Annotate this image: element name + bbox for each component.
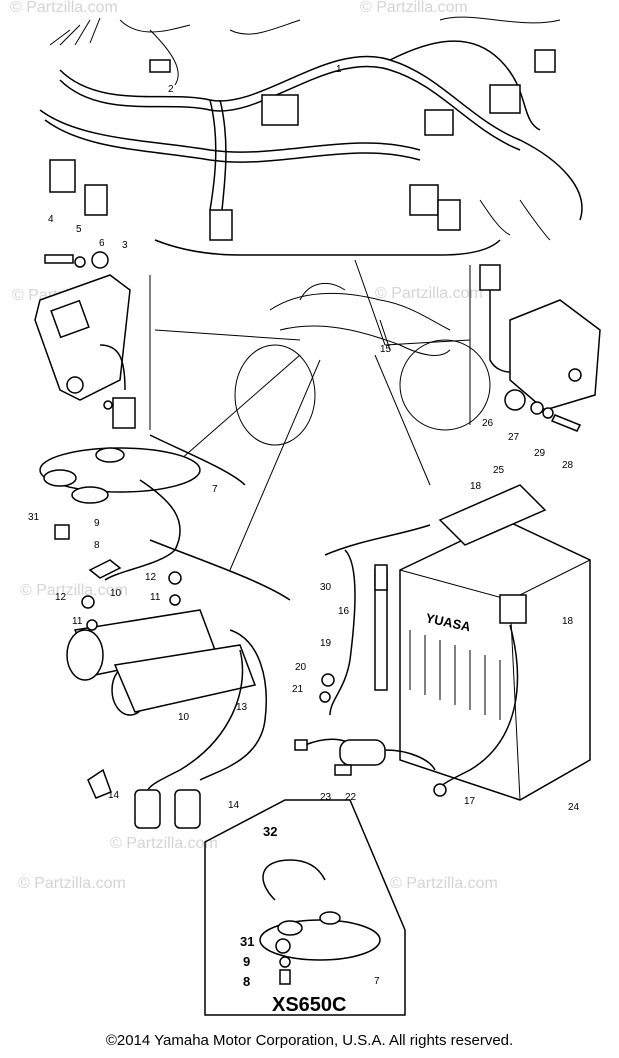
callout-28: 28 xyxy=(562,460,574,471)
harness-connector-lower xyxy=(409,184,439,216)
wire-harness xyxy=(39,16,583,241)
harness-connector-right xyxy=(489,84,521,114)
callout-1: 1 xyxy=(336,64,342,75)
ignition-coils xyxy=(66,571,267,829)
model-label: XS650C xyxy=(272,994,347,1016)
watermark: © Partzilla.com xyxy=(110,835,218,852)
watermark: © Partzilla.com xyxy=(10,0,118,16)
callout-19: 19 xyxy=(320,638,332,649)
contact-breaker-plate xyxy=(39,447,201,581)
points-bracket xyxy=(149,434,246,486)
watermark: © Partzilla.com xyxy=(20,582,128,599)
callout-20: 20 xyxy=(295,662,307,673)
harness-connector-left-2 xyxy=(84,184,108,216)
watermark: © Partzilla.com xyxy=(18,875,126,892)
callout-9b: 9 xyxy=(243,954,250,969)
harness-connector-top-right xyxy=(534,49,556,73)
regulator-assembly xyxy=(34,251,136,429)
watermark: © Partzilla.com xyxy=(390,875,498,892)
callout-3: 3 xyxy=(122,240,128,251)
harness-connector-center xyxy=(209,209,233,241)
callout-24: 24 xyxy=(568,802,580,813)
harness-connector-small xyxy=(149,59,171,73)
callout-14b: 14 xyxy=(228,800,240,811)
callout-32: 32 xyxy=(263,824,277,839)
callout-8b: 8 xyxy=(243,974,250,989)
rectifier-assembly xyxy=(479,264,601,432)
callout-7: 7 xyxy=(212,484,218,495)
fuse-holder xyxy=(294,738,436,776)
callout-15: 15 xyxy=(380,344,392,355)
callout-11b: 11 xyxy=(150,592,161,603)
watermark: © Partzilla.com xyxy=(375,285,483,302)
callout-16: 16 xyxy=(338,606,350,617)
callout-26: 26 xyxy=(482,418,494,429)
callout-4: 4 xyxy=(48,214,54,225)
battery: YUASA xyxy=(399,484,591,801)
motorcycle-silhouette xyxy=(234,282,491,446)
battery-cables xyxy=(319,549,388,716)
harness-connector-lower-2 xyxy=(437,199,461,231)
callout-14: 14 xyxy=(108,790,120,801)
watermarks: © Partzilla.com © Partzilla.com © Partzi… xyxy=(10,0,498,892)
callout-31b: 31 xyxy=(240,934,254,949)
callout-21: 21 xyxy=(292,684,304,695)
harness-connector-left xyxy=(49,159,76,193)
callout-30: 30 xyxy=(320,582,332,593)
watermark: © Partzilla.com xyxy=(360,0,468,16)
copyright-notice: ©2014 Yamaha Motor Corporation, U.S.A. A… xyxy=(105,1032,514,1049)
callout-18b: 18 xyxy=(562,616,574,627)
harness-connector-top xyxy=(261,94,299,126)
callout-10b: 10 xyxy=(178,712,190,723)
callout-6: 6 xyxy=(99,238,105,249)
callout-2: 2 xyxy=(168,84,174,95)
callout-9: 9 xyxy=(94,518,100,529)
callout-17: 17 xyxy=(464,796,476,807)
callout-12: 12 xyxy=(55,592,67,603)
callout-10: 10 xyxy=(110,588,122,599)
callout-8: 8 xyxy=(94,540,100,551)
callouts: 1 2 3 4 5 6 7 8 9 10 10 11 11 12 12 13 1… xyxy=(28,64,580,989)
callout-29: 29 xyxy=(534,448,546,459)
callout-22: 22 xyxy=(345,792,357,803)
callout-23: 23 xyxy=(320,792,332,803)
callout-27: 27 xyxy=(508,432,520,443)
callout-31: 31 xyxy=(28,512,40,523)
callout-12b: 12 xyxy=(145,572,157,583)
harness-connector-mid xyxy=(424,109,454,136)
xs650c-inset xyxy=(204,799,406,1016)
callout-5: 5 xyxy=(76,224,82,235)
battery-bracket xyxy=(324,524,431,556)
harness-bracket xyxy=(154,239,501,256)
coil-bracket xyxy=(149,539,291,601)
callout-7b: 7 xyxy=(374,976,380,987)
callout-18: 18 xyxy=(470,481,482,492)
callout-11: 11 xyxy=(72,616,83,627)
callout-13: 13 xyxy=(236,702,248,713)
leader-lines xyxy=(149,259,471,571)
callout-25: 25 xyxy=(493,465,505,476)
